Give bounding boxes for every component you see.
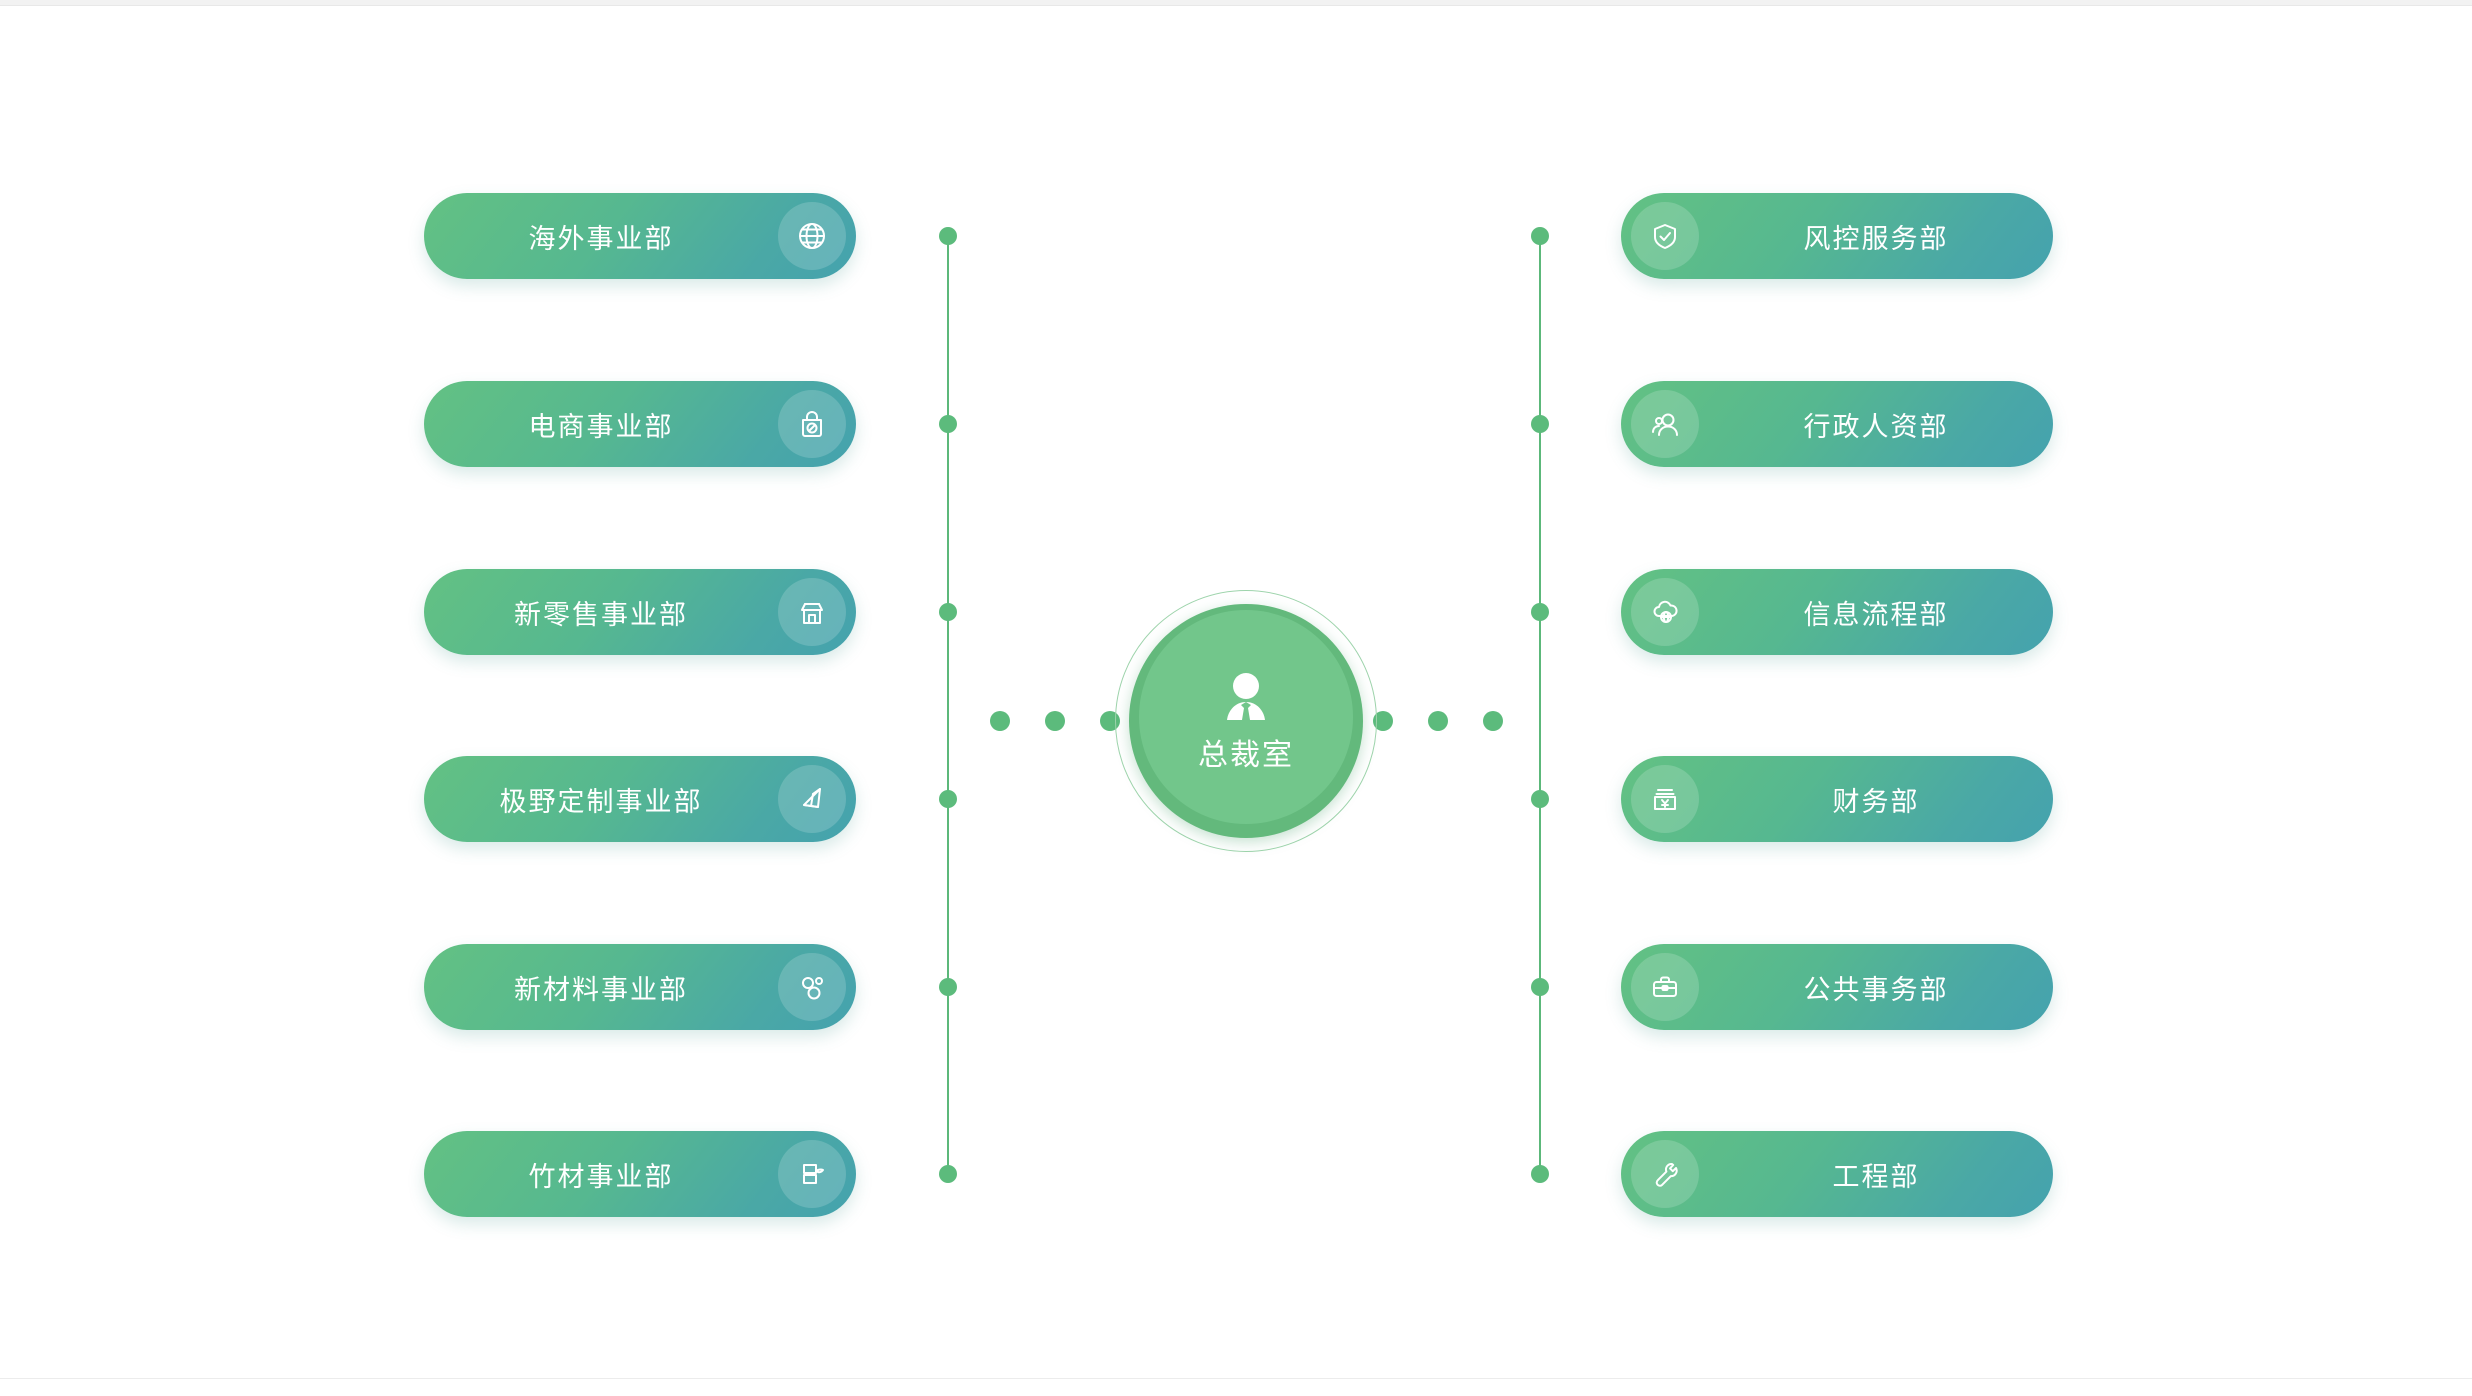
link-dot-left-2 (1045, 711, 1065, 731)
left-connector-rail (947, 236, 949, 1182)
bamboo-leaf-icon (778, 1140, 846, 1208)
department-label: 公共事务部 (1803, 974, 1949, 1005)
rail-dot-right-1 (1531, 227, 1549, 245)
link-dot-left-1 (990, 711, 1010, 731)
link-dot-right-1 (1373, 711, 1393, 731)
center-node-label: 总裁室 (1198, 738, 1294, 772)
link-dot-right-2 (1428, 711, 1448, 731)
executive-person-icon (1215, 668, 1277, 735)
department-label: 电商事业部 (528, 411, 674, 442)
rail-dot-right-3 (1531, 603, 1549, 621)
link-dot-right-3 (1483, 711, 1503, 731)
department-pill-left-6[interactable]: 竹材事业部 (424, 1131, 856, 1217)
rail-dot-left-1 (939, 227, 957, 245)
rail-dot-left-5 (939, 978, 957, 996)
department-label: 信息流程部 (1803, 599, 1949, 630)
globe-icon (778, 202, 846, 270)
department-label: 行政人资部 (1803, 411, 1949, 442)
department-pill-left-3[interactable]: 新零售事业部 (424, 569, 856, 655)
department-pill-right-2[interactable]: 行政人资部 (1621, 381, 2053, 467)
rail-dot-right-2 (1531, 415, 1549, 433)
department-label: 工程部 (1832, 1161, 1920, 1192)
department-pill-left-5[interactable]: 新材料事业部 (424, 944, 856, 1030)
center-outer-ring (1115, 590, 1377, 852)
department-pill-left-4[interactable]: 极野定制事业部 (424, 756, 856, 842)
people-icon (1631, 390, 1699, 458)
department-label: 风控服务部 (1803, 223, 1949, 254)
storefront-icon (778, 578, 846, 646)
department-label: 新零售事业部 (514, 599, 688, 630)
department-pill-right-3[interactable]: 信息流程部 (1621, 569, 2053, 655)
cloud-globe-icon (1631, 578, 1699, 646)
department-label: 竹材事业部 (528, 1161, 674, 1192)
department-label: 极野定制事业部 (499, 786, 703, 817)
shopping-bag-icon (778, 390, 846, 458)
page-bottom-edge (0, 1378, 2472, 1396)
shield-check-icon (1631, 202, 1699, 270)
yuan-cash-icon (1631, 765, 1699, 833)
page-top-edge (0, 0, 2472, 6)
briefcase-icon (1631, 953, 1699, 1021)
department-label: 财务部 (1832, 786, 1920, 817)
department-pill-left-2[interactable]: 电商事业部 (424, 381, 856, 467)
department-pill-right-6[interactable]: 工程部 (1621, 1131, 2053, 1217)
department-pill-right-4[interactable]: 财务部 (1621, 756, 2053, 842)
department-pill-right-5[interactable]: 公共事务部 (1621, 944, 2053, 1030)
department-pill-left-1[interactable]: 海外事业部 (424, 193, 856, 279)
department-label: 新材料事业部 (514, 974, 688, 1005)
department-pill-right-1[interactable]: 风控服务部 (1621, 193, 2053, 279)
wrench-icon (1631, 1140, 1699, 1208)
right-connector-rail (1539, 236, 1541, 1182)
center-node-president-office[interactable]: 总裁室 (1115, 590, 1377, 852)
rail-dot-left-2 (939, 415, 957, 433)
rail-dot-left-3 (939, 603, 957, 621)
rail-dot-right-5 (1531, 978, 1549, 996)
rail-dot-left-6 (939, 1165, 957, 1183)
molecule-icon (778, 953, 846, 1021)
rail-dot-left-4 (939, 790, 957, 808)
rail-dot-right-4 (1531, 790, 1549, 808)
rail-dot-right-6 (1531, 1165, 1549, 1183)
department-label: 海外事业部 (528, 223, 674, 254)
paper-plane-icon (778, 765, 846, 833)
center-inner-circle: 总裁室 (1139, 610, 1353, 824)
